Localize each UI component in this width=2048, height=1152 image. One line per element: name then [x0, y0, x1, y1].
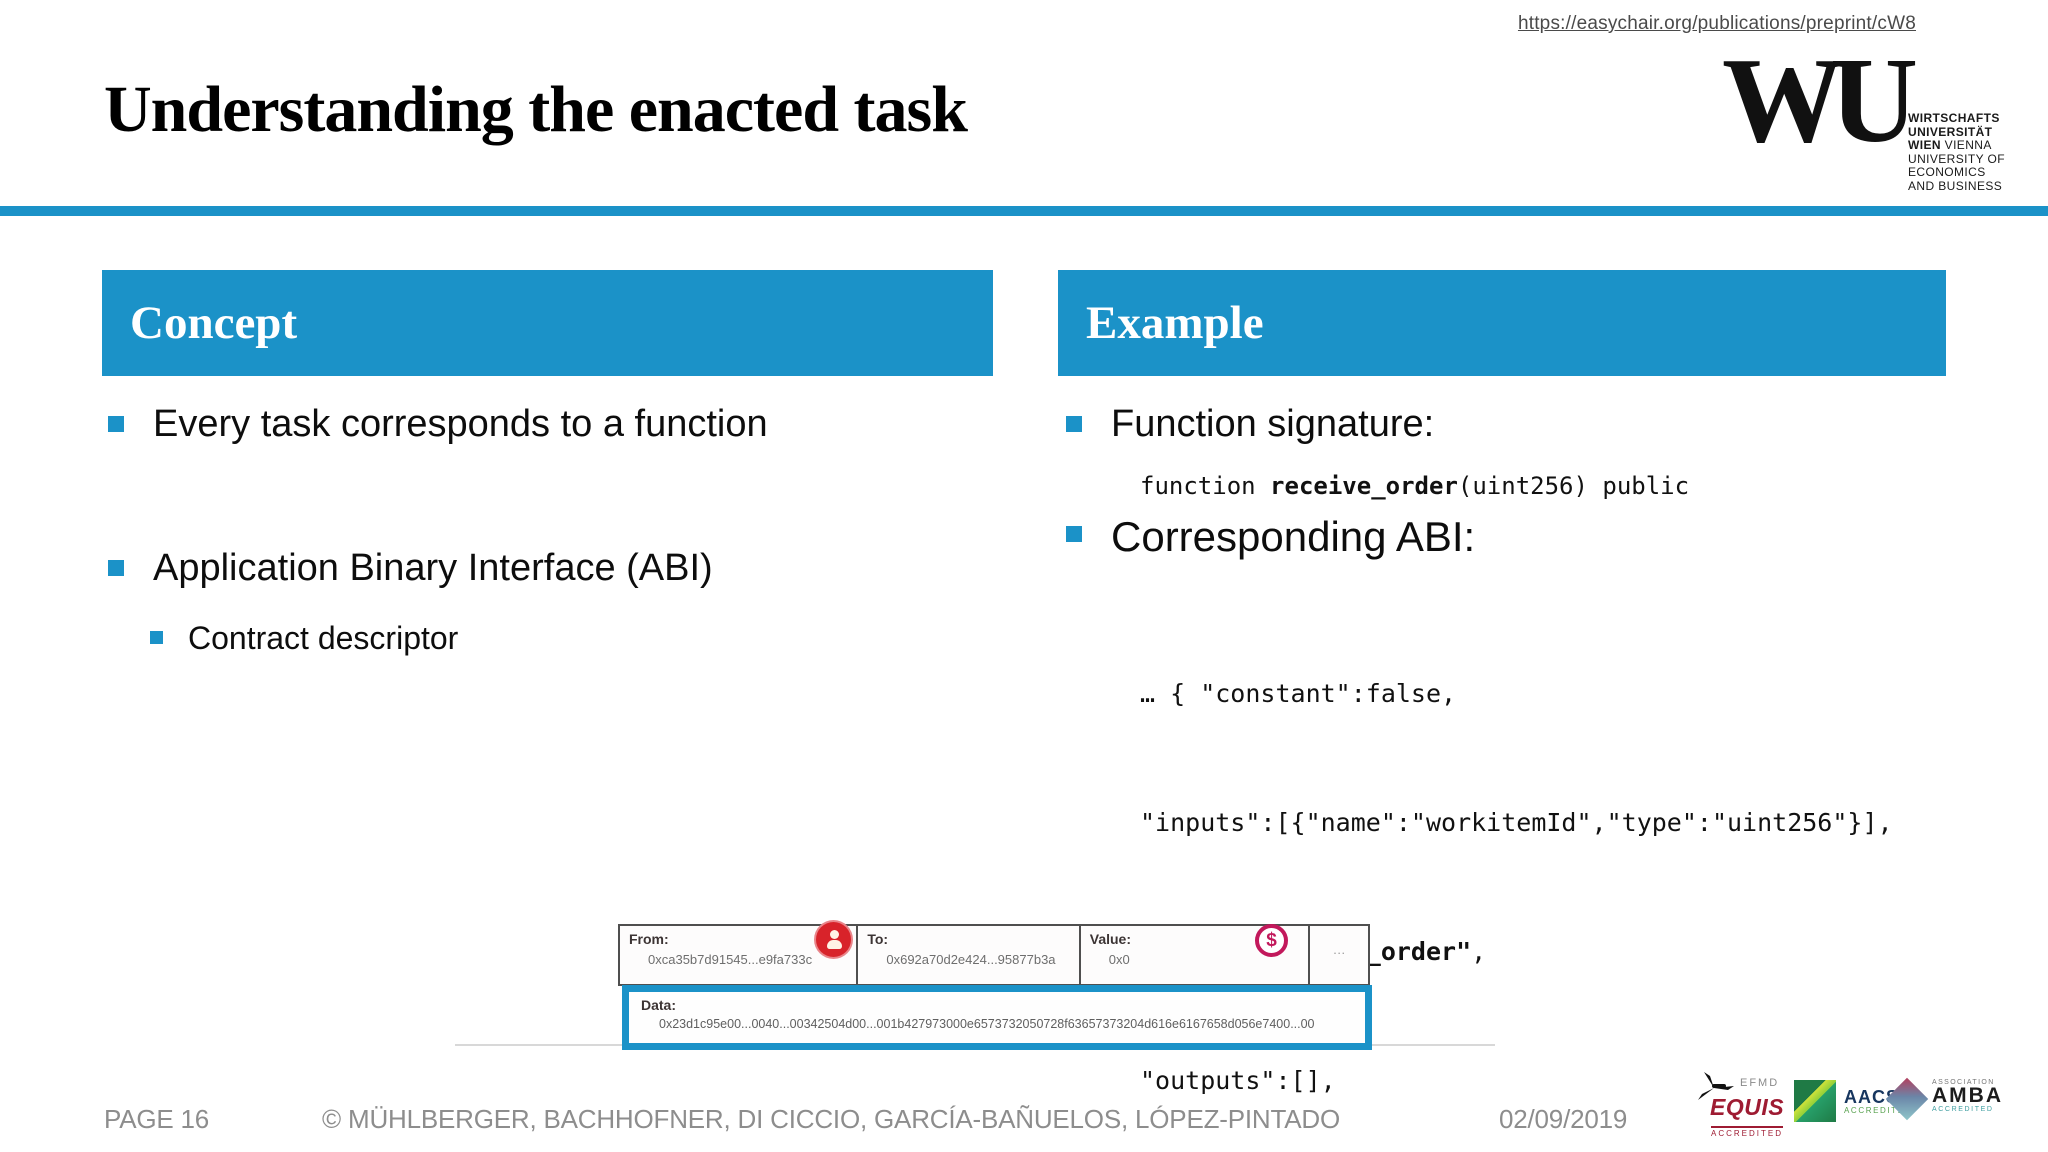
concept-bullet-1: Every task corresponds to a function: [108, 403, 768, 446]
concept-sub-bullet: Contract descriptor: [150, 620, 458, 657]
wu-university-logo: WU WIRTSCHAFTS UNIVERSITÄT WIEN VIENNA U…: [1722, 40, 2012, 205]
equis-windmill-icon: [1698, 1072, 1734, 1100]
abi-code-line: "outputs":[],: [1140, 1066, 1336, 1095]
preprint-url-link[interactable]: https://easychair.org/publications/prepr…: [1517, 13, 1916, 34]
concept-heading: Concept: [130, 297, 298, 349]
aacsb-square-icon: [1794, 1080, 1836, 1122]
transaction-to-cell: To: 0x692a70d2e424...95877b3a: [858, 926, 1081, 984]
bullet-icon: [108, 560, 124, 576]
example-section-header: Example: [1058, 270, 1946, 376]
function-signature-code: function receive_order(uint256) public: [1140, 472, 1690, 500]
to-value: 0x692a70d2e424...95877b3a: [886, 952, 1056, 967]
abi-code-line: … { "constant":false,: [1140, 679, 1457, 708]
data-value: 0x23d1c95e00...0040...00342504d00...001b…: [659, 1017, 1315, 1031]
sender-badge-icon: [816, 922, 851, 957]
equis-accreditation-logo: EFMD EQUIS ACCREDITED: [1694, 1070, 1794, 1140]
concept-bullet-2: Application Binary Interface (ABI): [108, 547, 713, 590]
amba-wordmark: AMBA: [1932, 1084, 2003, 1107]
dollar-badge-icon: $: [1255, 924, 1288, 957]
transaction-from-cell: From: 0xca35b7d91545...e9fa733c: [620, 926, 859, 984]
equis-accredited-label: ACCREDITED: [1711, 1126, 1784, 1138]
wu-logo-wordmark: WIRTSCHAFTS UNIVERSITÄT WIEN VIENNA UNIV…: [1908, 111, 2005, 193]
bullet-icon: [1066, 416, 1082, 432]
aacsb-accredited-label: ACCREDITED: [1844, 1105, 1913, 1115]
to-label: To:: [867, 931, 889, 947]
example-bullet-abi: Corresponding ABI:: [1066, 513, 1475, 561]
abi-code-block: … { "constant":false, "inputs":[{"name":…: [1140, 586, 1893, 1152]
bullet-text: Function signature:: [1111, 403, 1435, 445]
page-title: Understanding the enacted task: [104, 73, 968, 146]
bullet-icon: [1066, 526, 1082, 542]
concept-section-header: Concept: [102, 270, 993, 376]
more-indicator: …: [1332, 942, 1346, 957]
title-divider-rule: [0, 206, 2048, 216]
transaction-data-box-highlighted: Data: 0x23d1c95e00...0040...00342504d00.…: [622, 985, 1372, 1050]
slide-date: 02/09/2019: [1499, 1104, 1628, 1134]
person-icon: [826, 929, 842, 951]
from-value: 0xca35b7d91545...e9fa733c: [648, 952, 813, 967]
page-number: PAGE 16: [104, 1104, 210, 1134]
amba-association-label: ASSOCIATION: [1932, 1079, 1995, 1086]
bullet-text: Corresponding ABI:: [1111, 513, 1476, 560]
data-label: Data:: [641, 997, 677, 1013]
amba-diamond-icon: [1885, 1077, 1929, 1121]
bullet-icon: [150, 631, 163, 644]
bullet-text: Application Binary Interface (ABI): [153, 547, 713, 589]
efmd-label: EFMD: [1740, 1077, 1780, 1089]
value-value: 0x0: [1108, 952, 1130, 967]
copyright-text: © MÜHLBERGER, BACHHOFNER, DI CICCIO, GAR…: [322, 1104, 1340, 1134]
value-label: Value:: [1089, 931, 1132, 947]
transaction-table: From: 0xca35b7d91545...e9fa733c To: 0x69…: [618, 924, 1370, 986]
amba-accredited-label: ACCREDITED: [1932, 1106, 1994, 1113]
transaction-more-cell: …: [1310, 926, 1368, 984]
bullet-text: Every task corresponds to a function: [153, 403, 768, 445]
example-heading: Example: [1086, 297, 1264, 349]
transaction-value-cell: Value: 0x0: [1081, 926, 1311, 984]
from-label: From:: [629, 931, 669, 947]
wu-logo-monogram: WU: [1722, 33, 1918, 168]
example-bullet-function-signature: Function signature:: [1066, 403, 1434, 446]
abi-code-line: "inputs":[{"name":"workitemId","type":"u…: [1140, 808, 1893, 837]
bullet-icon: [108, 416, 124, 432]
bullet-text: Contract descriptor: [188, 620, 459, 656]
equis-wordmark: EQUIS: [1710, 1094, 1785, 1120]
amba-accreditation-logo: ASSOCIATION AMBA ACCREDITED: [1885, 1077, 2003, 1121]
